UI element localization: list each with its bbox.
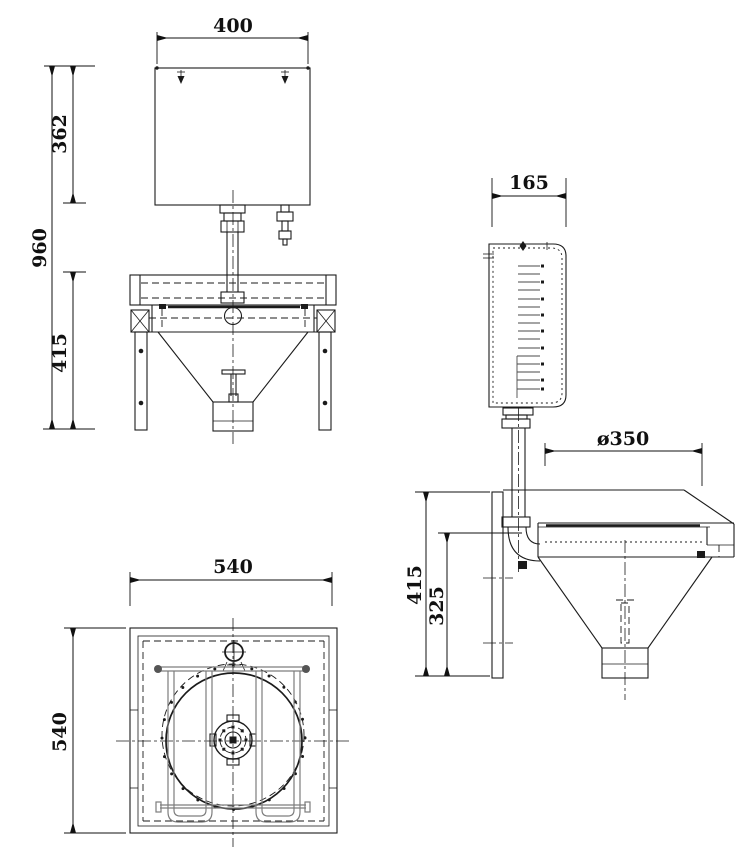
flush-pipe-side: [501, 407, 541, 572]
dim-label-side-bowl-height: 325: [426, 586, 448, 626]
lid-screw-icon: [177, 70, 185, 84]
wall-bracket: [483, 491, 513, 679]
dim-label-overall-height: 960: [29, 228, 51, 268]
flush-pipe-front: [219, 190, 246, 444]
dim-overall-height: 960: [29, 66, 95, 430]
cistern-side: [483, 241, 567, 408]
dim-label-front-width: 400: [213, 15, 253, 37]
dim-label-plan-width: 540: [213, 556, 253, 578]
dim-plan-width: 540: [129, 556, 333, 606]
dim-front-sink-height: 415: [49, 271, 86, 429]
legs-front: [134, 331, 332, 431]
outlet-flange-plan: [209, 714, 257, 766]
dim-plan-depth: 540: [49, 627, 126, 834]
front-view: [129, 66, 337, 444]
corner-brace: [316, 309, 336, 333]
corner-brace: [130, 309, 150, 333]
dim-label-plan-depth: 540: [49, 712, 71, 752]
plug-handle: [221, 369, 246, 403]
level-scale: [516, 264, 544, 398]
plan-rim: [129, 627, 338, 834]
dim-side-bowl-height: 325: [426, 532, 522, 676]
dim-label-side-height: 415: [404, 565, 426, 605]
sink-rim-front: [129, 274, 337, 333]
dim-side-height: 415: [404, 491, 490, 677]
overflow-fitting: [276, 204, 294, 246]
side-view: [483, 241, 735, 700]
plan-view: [116, 618, 350, 847]
dimension-annotations: 400 362 960 415 165: [29, 15, 703, 834]
dim-bowl-diameter: ø350: [544, 428, 703, 486]
hopper-front: [157, 331, 309, 432]
lid-screw-icon: [281, 70, 289, 84]
dim-side-depth: 165: [491, 172, 567, 227]
cistern-front: [154, 66, 311, 206]
rim-screw-icon: [301, 304, 308, 330]
dim-label-front-sink-height: 415: [49, 333, 71, 373]
bucket-grate: [154, 665, 311, 823]
dim-label-bowl-diameter: ø350: [597, 428, 649, 450]
dim-front-width: 400: [156, 15, 309, 64]
sink-side: [503, 489, 735, 700]
rim-screw-icon: [159, 304, 166, 330]
dim-label-side-depth: 165: [509, 172, 549, 194]
